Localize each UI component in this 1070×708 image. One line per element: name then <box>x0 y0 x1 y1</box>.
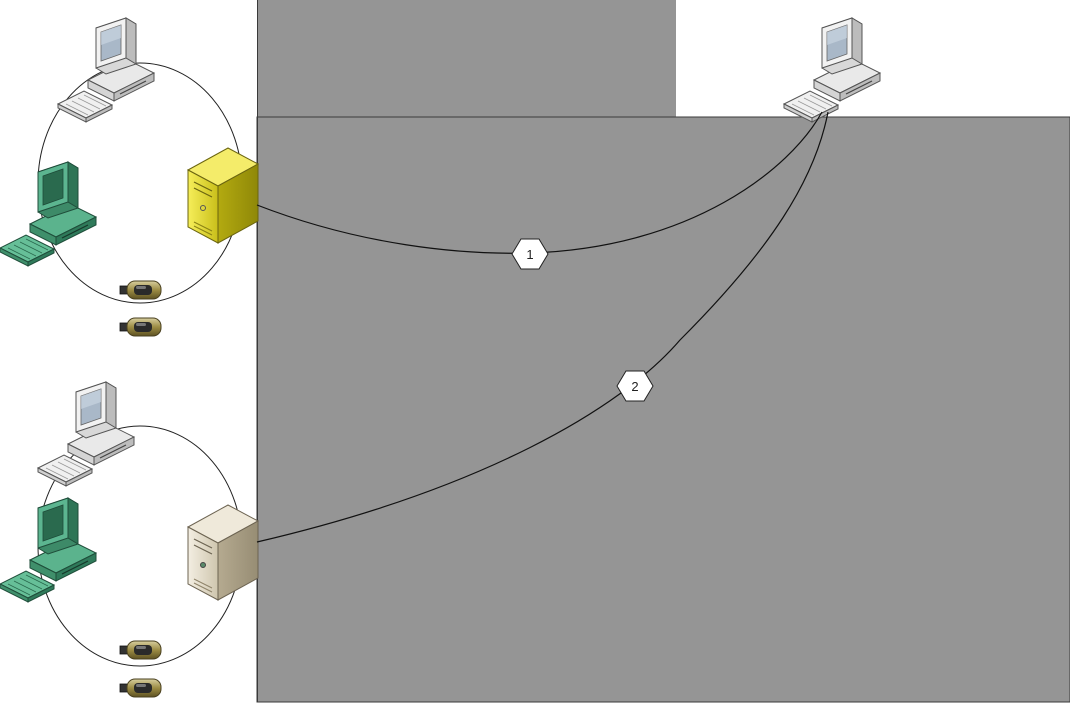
remote-client-workstation-icon <box>783 17 881 123</box>
workstation-white-icon <box>37 381 135 487</box>
site-1-group <box>0 17 260 337</box>
connection-badge-1: 1 <box>511 238 549 270</box>
workstation-green-icon <box>0 161 97 267</box>
camera-icon <box>119 640 162 660</box>
workstation-green-icon <box>0 497 97 603</box>
background-panel-top <box>257 0 676 117</box>
workstation-white-icon <box>57 17 155 123</box>
background-panel-main <box>256 116 1070 703</box>
connection-badge-2-label: 2 <box>631 379 638 394</box>
server-yellow-icon <box>186 147 260 244</box>
server-beige-icon <box>186 504 260 601</box>
connection-badge-1-label: 1 <box>526 247 533 262</box>
site-2-group <box>0 381 260 698</box>
connection-badge-2: 2 <box>616 370 654 402</box>
camera-icon <box>119 280 162 300</box>
connection-line-2 <box>256 111 829 543</box>
camera-icon <box>119 678 162 698</box>
camera-icon <box>119 317 162 337</box>
